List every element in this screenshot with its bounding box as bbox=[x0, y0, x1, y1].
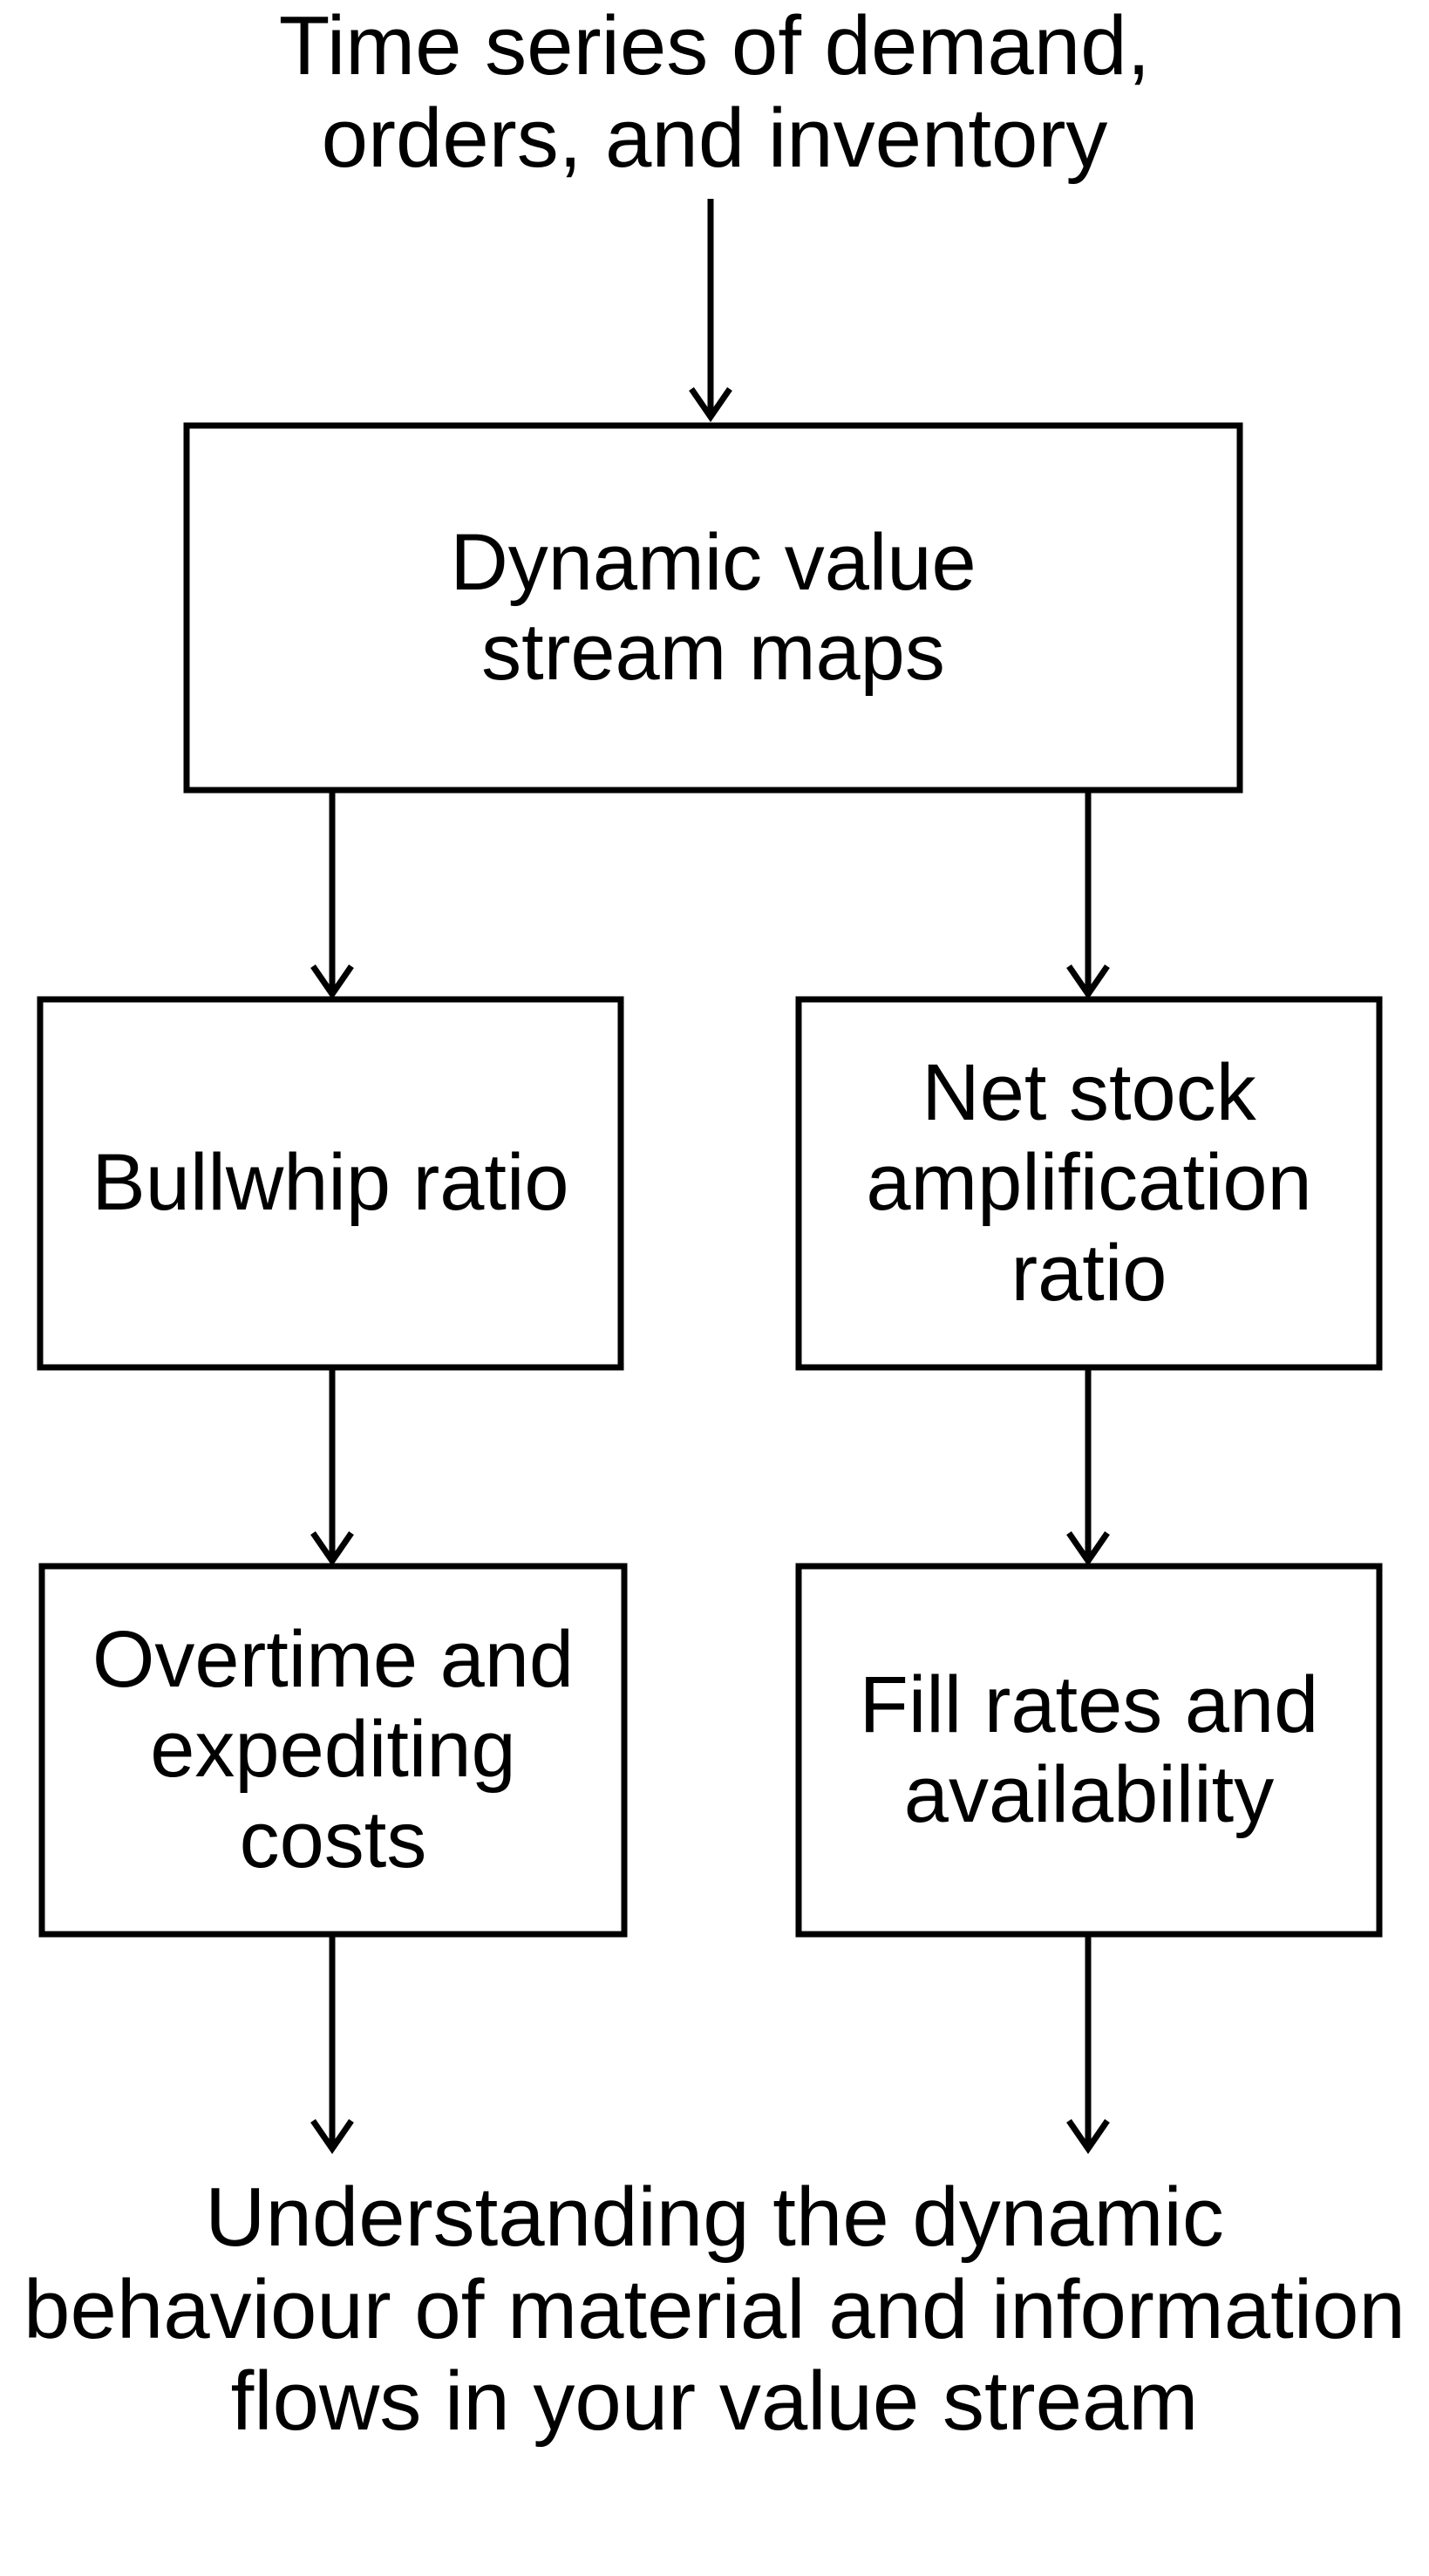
arrow-dvsm-to-bullwhip bbox=[310, 790, 354, 1000]
arrow-fillrates-to-output bbox=[1066, 1934, 1110, 2155]
input-label: Time series of demand, orders, and inven… bbox=[0, 0, 1429, 184]
arrow-overtime-to-output bbox=[310, 1934, 354, 2155]
node-fillrates-line-2: availability bbox=[903, 1750, 1275, 1839]
node-overtime-line-3: costs bbox=[239, 1795, 427, 1884]
node-bullwhip: Bullwhip ratio bbox=[40, 999, 621, 1367]
node-overtime-line-1: Overtime and bbox=[92, 1615, 575, 1705]
node-nsamp-line-1: Net stock bbox=[922, 1048, 1256, 1138]
node-box-dvsm bbox=[183, 422, 1243, 794]
node-dvsm: Dynamic value stream maps bbox=[187, 426, 1240, 790]
node-dvsm-line-2: stream maps bbox=[481, 608, 945, 697]
node-nsamp-line-2: amplification bbox=[866, 1138, 1312, 1228]
node-overtime-line-2: expediting bbox=[150, 1705, 516, 1795]
input-label-line-1: Time series of demand, bbox=[278, 0, 1151, 92]
node-fillrates: Fill rates and availability bbox=[799, 1566, 1379, 1934]
arrow-dvsm-to-nsamp bbox=[1066, 790, 1110, 1000]
node-overtime: Overtime and expediting costs bbox=[42, 1566, 624, 1934]
output-label-line-3: flows in your value stream bbox=[230, 2355, 1199, 2449]
arrow-input-to-dvsm bbox=[689, 199, 732, 423]
node-dvsm-line-1: Dynamic value bbox=[450, 517, 976, 607]
node-bullwhip-line-1: Bullwhip ratio bbox=[92, 1138, 569, 1228]
output-label: Understanding the dynamic behaviour of m… bbox=[0, 2171, 1429, 2448]
input-label-line-2: orders, and inventory bbox=[321, 91, 1108, 185]
node-nsamp-line-3: ratio bbox=[1011, 1228, 1167, 1318]
node-fillrates-line-1: Fill rates and bbox=[859, 1659, 1319, 1749]
node-nsamp: Net stock amplification ratio bbox=[799, 999, 1379, 1367]
output-label-line-1: Understanding the dynamic bbox=[205, 2171, 1224, 2264]
output-label-line-2: behaviour of material and information bbox=[24, 2262, 1405, 2356]
arrow-bullwhip-to-overtime bbox=[310, 1367, 354, 1567]
arrow-nsamp-to-fillrates bbox=[1066, 1367, 1110, 1567]
